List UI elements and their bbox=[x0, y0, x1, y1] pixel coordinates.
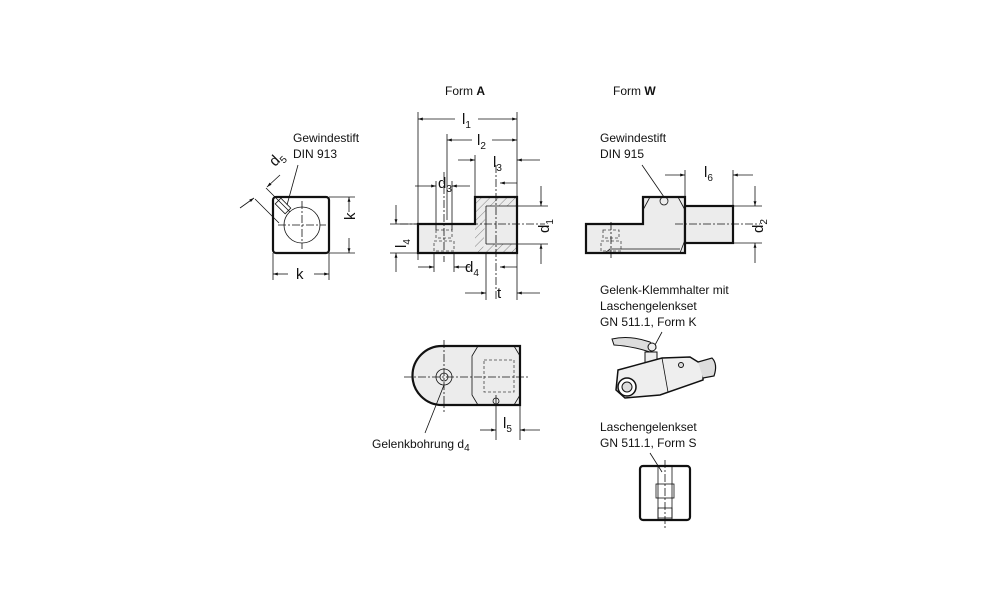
l6-label: l6 bbox=[704, 164, 713, 184]
left-note-line1: Gewindestift bbox=[293, 131, 360, 145]
set-note-line1: Laschengelenkset bbox=[600, 420, 697, 434]
form-a-side-view: l1 l2 l3 d3 d4 t l4 d1 bbox=[390, 111, 556, 302]
clamp-note-line3: GN 511.1, Form K bbox=[600, 315, 696, 329]
clamp-note-line1: Gelenk-Klemmhalter mit bbox=[600, 283, 729, 297]
d5-label: d5 bbox=[266, 148, 290, 172]
l4-label: l4 bbox=[393, 239, 413, 248]
form-a-top-view: l5 Gelenkbohrung d4 bbox=[372, 340, 540, 454]
form-w-note-line2: DIN 915 bbox=[600, 147, 644, 161]
k-vertical-label: k bbox=[342, 212, 359, 220]
d1-label: d1 bbox=[536, 219, 556, 233]
form-w-view: Gewindestift DIN 915 l6 d2 bbox=[584, 131, 770, 263]
form-w-note-line1: Gewindestift bbox=[600, 131, 667, 145]
k-horizontal-label: k bbox=[296, 266, 304, 283]
d3-label: d3 bbox=[438, 175, 452, 195]
left-section-view: Gewindestift DIN 913 d5 k k bbox=[239, 131, 360, 283]
d4-label: d4 bbox=[465, 259, 479, 279]
set-note-line2: GN 511.1, Form S bbox=[600, 436, 696, 450]
t-label: t bbox=[497, 285, 502, 302]
d2-label: d2 bbox=[750, 219, 770, 233]
form-a-title: Form A bbox=[445, 84, 485, 98]
clamp-note-line2: Laschengelenkset bbox=[600, 299, 697, 313]
l3-label: l3 bbox=[493, 154, 502, 174]
gelenkbohrung-note: Gelenkbohrung d4 bbox=[372, 437, 470, 454]
form-s-section bbox=[638, 452, 692, 528]
l2-label: l2 bbox=[477, 132, 486, 152]
form-w-title: Form W bbox=[613, 84, 656, 98]
left-note-line2: DIN 913 bbox=[293, 147, 337, 161]
l1-label: l1 bbox=[462, 111, 471, 131]
l5-label: l5 bbox=[503, 415, 512, 435]
clamp-holder-illustration bbox=[611, 331, 717, 399]
